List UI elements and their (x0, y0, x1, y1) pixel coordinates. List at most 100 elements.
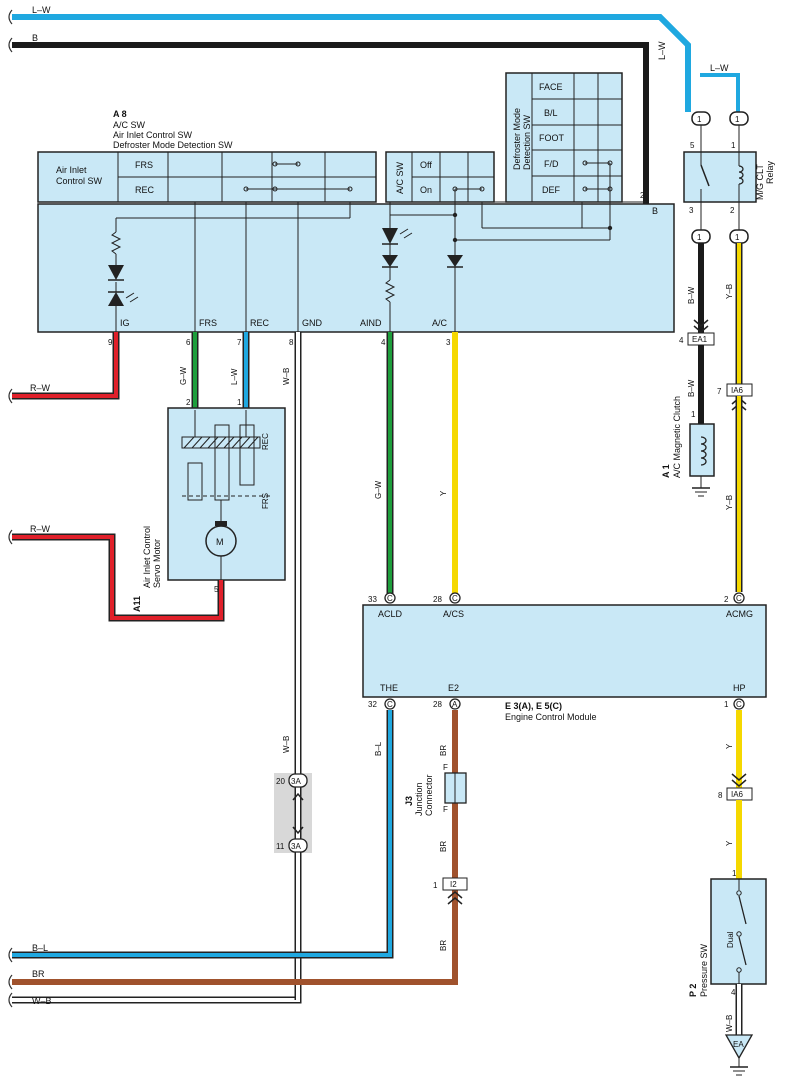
ecm-code: E 3(A), E 5(C) (505, 701, 562, 711)
defroster-label-2: Detection SW (522, 114, 532, 170)
relay-coil-icon (738, 165, 744, 185)
a11-pin-1: 1 (237, 398, 242, 407)
a11-pin-5: 5 (214, 585, 219, 594)
a11-rec: REC (261, 433, 270, 450)
a8-code: A 8 (113, 109, 127, 119)
def-row-foot: FOOT (539, 133, 564, 143)
j3-name-2: Connector (424, 774, 434, 816)
relay-pin-3: 3 (689, 206, 694, 215)
wire-label-wb-j: W–B (282, 736, 291, 753)
j3-pin-top: 20 (276, 777, 285, 786)
ecm-pin-the: 32 (368, 700, 377, 709)
air-inlet-label-2: Control SW (56, 176, 103, 186)
a8-pin-2: 2 (640, 191, 645, 200)
ac-row-off: Off (420, 160, 432, 170)
ecm-conn-e2: A (452, 700, 458, 709)
a1-box (689, 423, 715, 477)
inlet-row-frs: FRS (135, 160, 153, 170)
a11-code: A11 (132, 596, 142, 612)
led-ig-icon (108, 292, 124, 306)
ecm-term-acmg: ACMG (726, 609, 753, 619)
diode-ac-icon (447, 255, 463, 267)
a11-name-2: Servo Motor (152, 539, 162, 588)
j3-f-bot: F (443, 805, 448, 814)
ecm-conn-hp: C (736, 700, 742, 709)
label-lw-diag: L–W (657, 41, 667, 60)
relay-top-conn-1: 1 (697, 115, 702, 124)
wire-label-gw-aind: G–W (374, 480, 383, 499)
a8-name-1: A/C SW (113, 120, 146, 130)
ecm-conn-acld: C (387, 594, 393, 603)
ea-ground-connector-icon (724, 1034, 754, 1060)
wire-label-bw-1: B–W (687, 286, 696, 304)
wire-label-lw-a11: L–W (230, 368, 239, 385)
wire-label-yb-2: Y–B (725, 495, 734, 510)
conn-ea1-label: EA1 (692, 335, 708, 344)
a8-pin-9: 9 (108, 338, 113, 347)
relay-pin-1: 1 (731, 141, 736, 150)
ecm-pin-e2: 28 (433, 700, 442, 709)
ecm-conn-the: C (387, 700, 393, 709)
bw-wire-a1: B–W EA1 4 B–W 1 (679, 243, 715, 425)
led-aind-icon (382, 228, 398, 244)
p2-mode: Dual (726, 931, 735, 948)
yb-wire: Y–B IA6 7 Y–B (717, 243, 753, 592)
wire-label-yb-1: Y–B (725, 284, 734, 299)
ecm-name: Engine Control Module (505, 712, 597, 722)
j3-name-1: Junction (414, 782, 424, 816)
diode-ig-1-icon (108, 265, 124, 280)
ecm-box (362, 604, 767, 698)
a1-name: A/C Magnetic Clutch (672, 396, 682, 478)
a8-component: A 8 A/C SW Air Inlet Control SW Defroste… (37, 72, 675, 347)
ac-row-on: On (420, 185, 432, 195)
clutch-coil-icon (700, 436, 707, 466)
relay-bot-conn-2: 1 (735, 233, 740, 242)
a11-pin-2: 2 (186, 398, 191, 407)
wire-label-y-hp1: Y (725, 743, 734, 749)
wire-b-top (12, 42, 649, 205)
wire-label-br-2: BR (439, 841, 448, 852)
a8-term-ig: IG (120, 318, 130, 328)
a11-motor: M (216, 537, 224, 547)
a8-name-3: Defroster Mode Detection SW (113, 140, 233, 150)
wire-label-wb-gnd: W–B (282, 368, 291, 385)
label-bottom-wb: W–B (32, 996, 52, 1006)
top-wires: L–W B L–W L–W (8, 5, 740, 205)
ecm-pin-hp: 1 (724, 700, 729, 709)
relay-name-1: M/G CLT (755, 164, 765, 200)
conn-ia6-top-pin: 7 (717, 387, 722, 396)
relay-top-conn-2: 1 (735, 115, 740, 124)
a8-term-aind: AIND (360, 318, 382, 328)
ecm-conn-acs: C (452, 594, 458, 603)
ecm-term-the: THE (380, 683, 398, 693)
a1-code: A 1 (661, 464, 671, 478)
def-row-fd: F/D (544, 159, 559, 169)
def-row-face: FACE (539, 82, 563, 92)
label-bottom-br: BR (32, 969, 45, 979)
j3-code: J3 (404, 796, 414, 806)
p2-code: P 2 (688, 984, 698, 997)
a8-term-ac: A/C (432, 318, 448, 328)
relay-box (683, 151, 757, 203)
a1-pin: 1 (691, 410, 696, 419)
a8-terminal-b: B (652, 206, 658, 216)
wire-label-bw-2: B–W (687, 379, 696, 397)
a8-pin-6: 6 (186, 338, 191, 347)
ecm-term-e2: E2 (448, 683, 459, 693)
a8-term-gnd: GND (302, 318, 323, 328)
ecm-conn-acmg: C (736, 594, 742, 603)
conn-i2-pin: 1 (433, 881, 438, 890)
wire-l-w-top (12, 14, 691, 112)
label-top-lw: L–W (32, 5, 51, 15)
conn-i2-label: I2 (450, 880, 457, 889)
j3-tag-bot: 3A (291, 842, 301, 851)
wire-label-wb-p2: W–B (725, 1015, 734, 1032)
label-left-rw2: R–W (30, 524, 51, 534)
conn-ia6-top-label: IA6 (731, 386, 744, 395)
ecm-pin-acs: 28 (433, 595, 442, 604)
conn-ia6-bot-label: IA6 (731, 790, 744, 799)
ecm-pin-acld: 33 (368, 595, 377, 604)
a11-component: REC FRS M 5 A11 Air Inlet Control Servo … (132, 407, 286, 612)
wire-label-y-ac: Y (439, 490, 448, 496)
j3-f-top: F (443, 763, 448, 772)
